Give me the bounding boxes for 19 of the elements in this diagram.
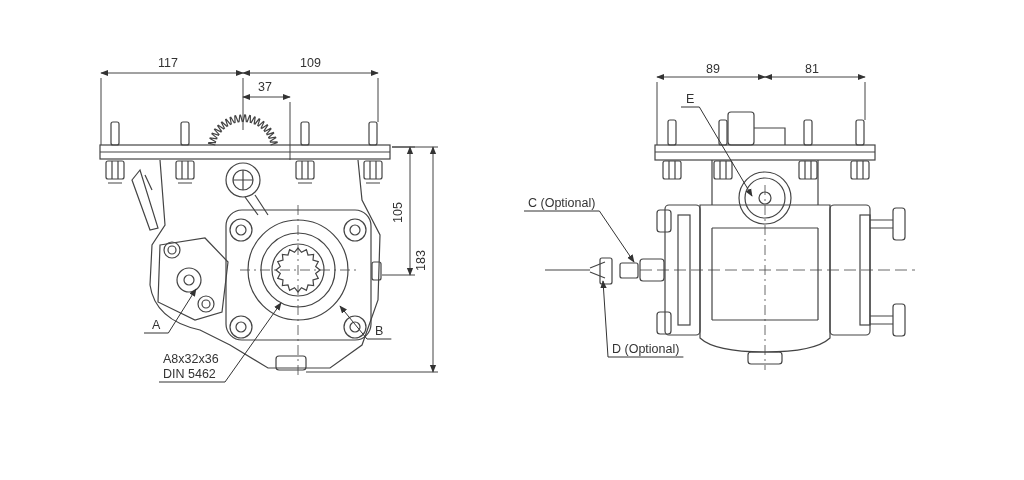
callout-label: C (Optional) bbox=[528, 196, 596, 211]
callout-label: B bbox=[375, 324, 384, 339]
dimension-value: 81 bbox=[805, 62, 819, 77]
callout-label: D (Optional) bbox=[612, 342, 680, 357]
callout-label: E bbox=[686, 92, 695, 107]
leader-line bbox=[339, 305, 392, 340]
leader-line bbox=[143, 288, 197, 334]
leader-line bbox=[158, 302, 282, 383]
leader-line bbox=[600, 280, 684, 358]
dimension-value: 37 bbox=[258, 80, 272, 95]
callout-label: A8x32x36 DIN 5462 bbox=[163, 352, 229, 382]
dimension-value: 105 bbox=[391, 201, 406, 223]
callout-label: A bbox=[152, 318, 161, 333]
leader-line bbox=[523, 210, 635, 263]
dimension-value: 109 bbox=[300, 56, 321, 71]
leader-line bbox=[680, 106, 753, 197]
dimension-value: 183 bbox=[414, 249, 429, 271]
dimension-value: 89 bbox=[706, 62, 720, 77]
dimension-value: 117 bbox=[158, 56, 178, 71]
